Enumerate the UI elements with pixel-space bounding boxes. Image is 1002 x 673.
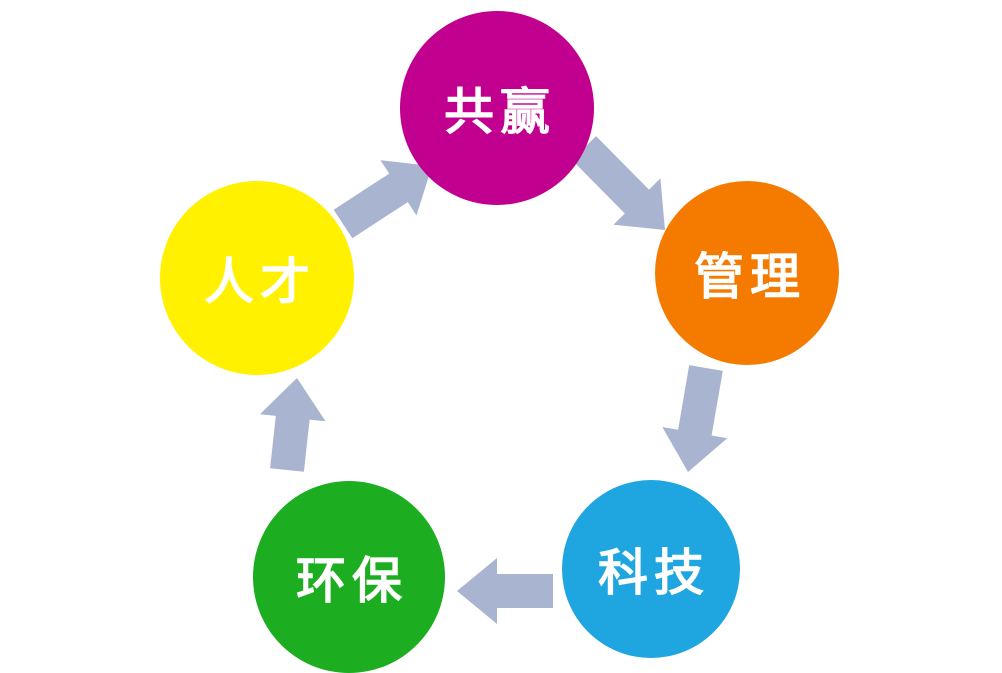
node-talent: 人才 <box>160 181 354 375</box>
arrow-management-to-technology <box>662 365 728 472</box>
node-win-win: 共赢 <box>400 11 594 205</box>
arrow-environment-to-talent <box>259 378 326 472</box>
node-talent-label: 人才 <box>204 252 316 311</box>
node-environment: 环保 <box>253 481 445 673</box>
arrow-talent-to-win-win <box>333 160 432 239</box>
node-management-label: 管理 <box>694 247 806 306</box>
node-management: 管理 <box>655 181 839 365</box>
arrow-technology-to-environment <box>457 558 553 624</box>
node-environment-label: 环保 <box>296 551 408 610</box>
node-technology: 科技 <box>562 480 740 658</box>
arrow-win-win-to-management <box>571 136 665 230</box>
node-technology-label: 科技 <box>598 543 710 602</box>
node-win-win-label: 共赢 <box>444 82 556 141</box>
